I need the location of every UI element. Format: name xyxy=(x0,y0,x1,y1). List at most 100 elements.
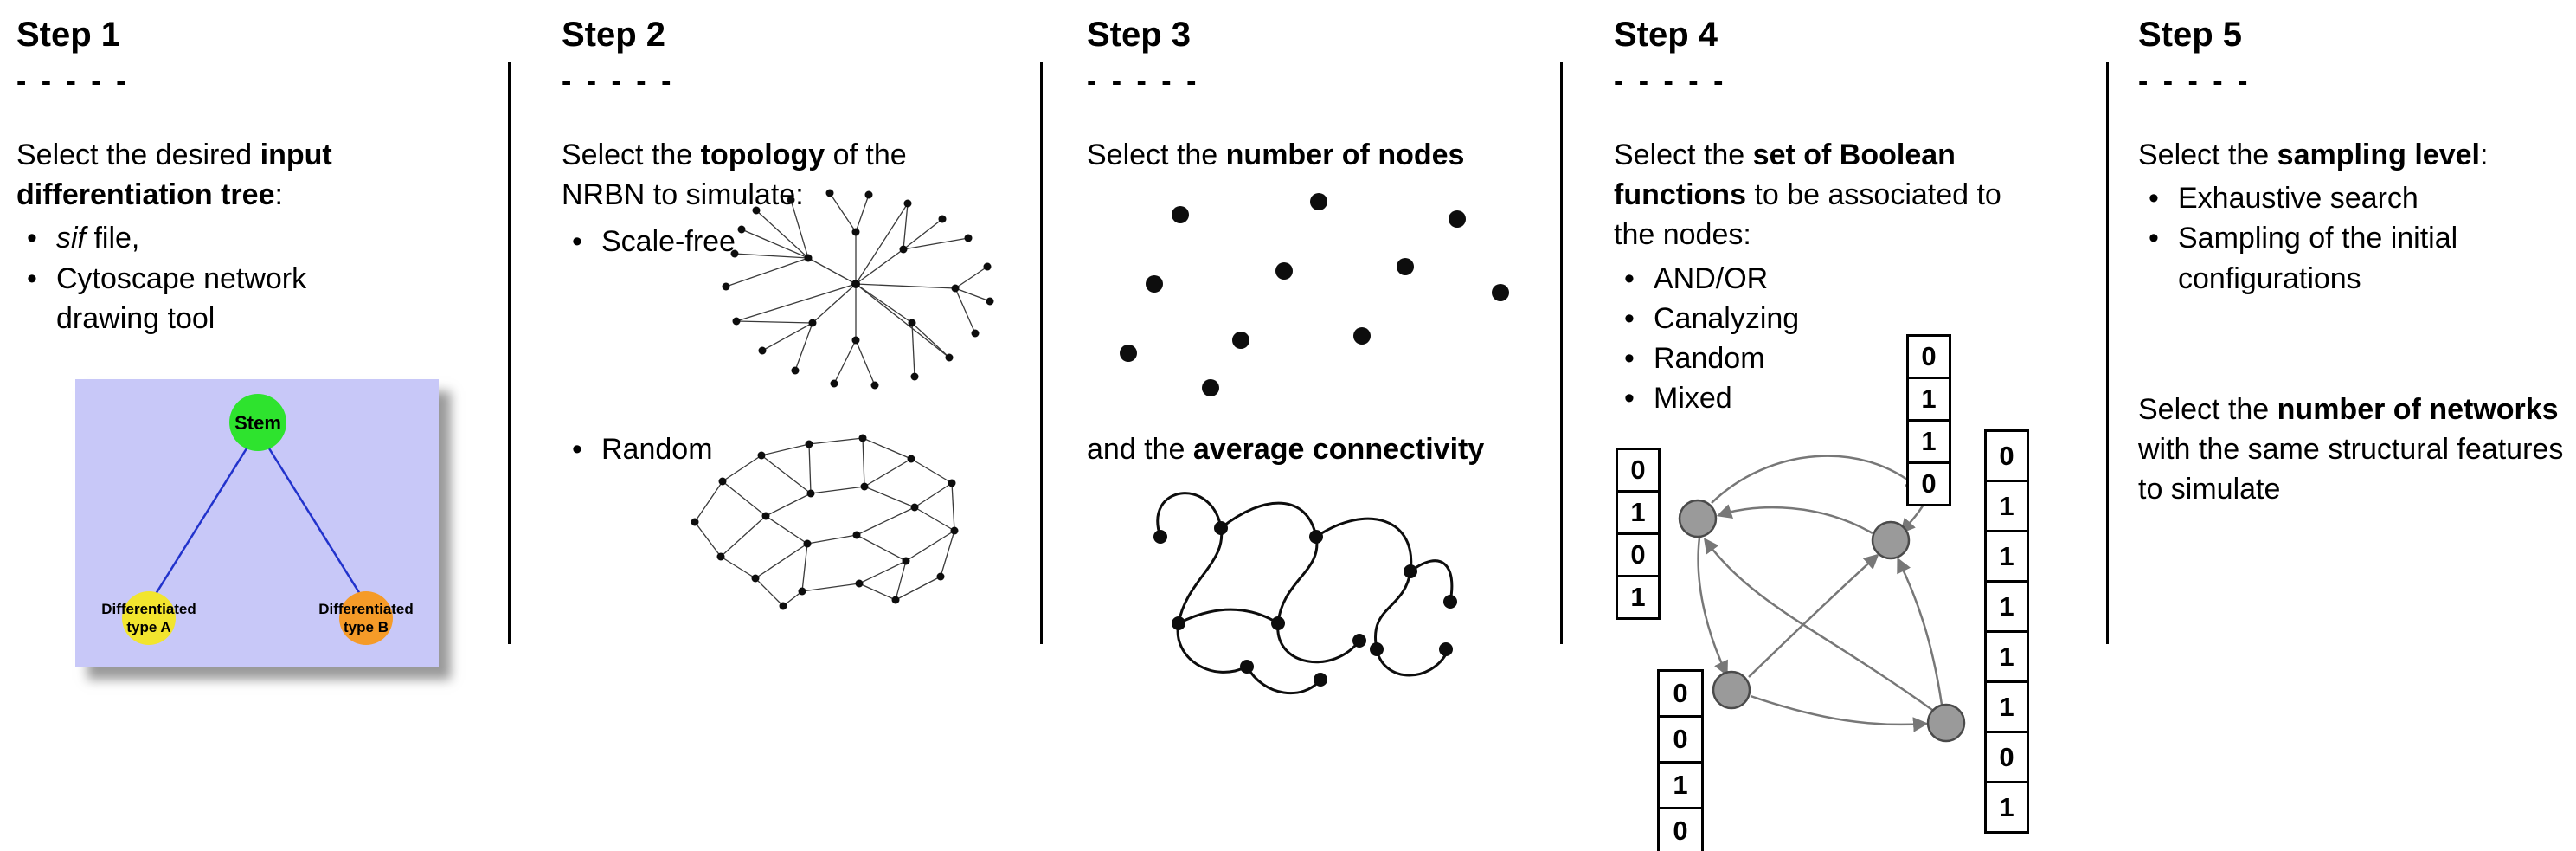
differentiation-tree-image: Stem Differentiated type A Differentiate… xyxy=(75,379,439,667)
bullet-marker: • xyxy=(572,225,582,258)
bullet-text: Sampling of the initial configurations xyxy=(2178,222,2458,295)
step-5-bullets: • Exhaustive search • Sampling of the in… xyxy=(2138,178,2571,299)
column-divider xyxy=(1560,62,1563,644)
truth-table-top: 0 1 1 0 xyxy=(1906,334,1951,506)
bullet-text: AND/OR xyxy=(1654,261,1769,295)
type-a-label-line1: Differentiated xyxy=(101,601,196,617)
step-5-title: Step 5 xyxy=(2138,16,2243,54)
step-1-instruction: Select the desired input differentiation… xyxy=(16,135,505,215)
truth-table-cell: 0 xyxy=(1906,461,1951,506)
step-5-instruction: Select the sampling level: xyxy=(2138,135,2571,175)
bullet-item: • Scale-free xyxy=(562,222,736,261)
text: Select the xyxy=(562,139,701,171)
scale-free-network-graphic xyxy=(722,189,994,390)
truth-table-cell: 0 xyxy=(1906,334,1951,379)
bullet-marker: • xyxy=(2149,222,2159,255)
bullet-text: Canalyzing xyxy=(1654,301,1800,335)
truth-table-cell: 0 xyxy=(1984,429,2029,482)
step-3-instruction: Select the number of nodes xyxy=(1087,135,1563,175)
step-5-column: Step 5 - - - - - Select the sampling lev… xyxy=(2138,16,2571,510)
node-dots xyxy=(1153,521,1457,687)
text: : xyxy=(274,178,283,212)
step-4-instruction: Select the set of Boolean functions to b… xyxy=(1614,135,2046,255)
text-bold: sampling level xyxy=(2277,139,2480,171)
tree-edge-left xyxy=(150,448,248,602)
column-divider xyxy=(1040,62,1043,644)
text-bold: topology xyxy=(700,139,825,171)
truth-table-cell: 1 xyxy=(1906,419,1951,464)
bullet-marker: • xyxy=(1624,382,1635,416)
truth-table-cell: 1 xyxy=(1616,490,1661,535)
step-5-instruction-2: Select the number of networks with the s… xyxy=(2138,390,2571,510)
bullet-text: Exhaustive search xyxy=(2178,182,2419,216)
truth-table-cell: 1 xyxy=(1616,575,1661,620)
type-a-label-line2: type A xyxy=(126,619,170,635)
truth-table-cell: 1 xyxy=(1657,761,1704,809)
network-edges xyxy=(725,192,991,386)
step-3-caption: and the average connectivity xyxy=(1087,429,1484,469)
bullet-text: Mixed xyxy=(1654,382,1732,416)
bullet-item: • sif file, xyxy=(16,218,505,258)
differentiation-tree-graphic: Stem Differentiated type A Differentiate… xyxy=(75,379,439,667)
text: : xyxy=(2479,139,2489,171)
dashed-separator: - - - - - xyxy=(2138,65,2252,98)
dashed-separator: - - - - - xyxy=(1087,65,1200,98)
bullet-marker: • xyxy=(27,261,37,295)
step-4-title: Step 4 xyxy=(1614,16,1718,54)
network-nodes xyxy=(1678,499,1966,743)
bullet-item: • Exhaustive search xyxy=(2138,178,2571,218)
text: Select the xyxy=(2138,139,2277,171)
boolean-network-graphic xyxy=(1678,455,1966,743)
type-b-label-line1: Differentiated xyxy=(318,601,414,617)
text: Select the desired xyxy=(16,139,260,171)
dashed-separator: - - - - - xyxy=(16,65,130,98)
step-4-bullets: • AND/OR • Canalyzing •Random • Mixed xyxy=(1614,259,2098,419)
bullet-item: • Sampling of the initial configurations xyxy=(2138,218,2571,298)
column-divider xyxy=(2106,62,2109,644)
bullet-marker: • xyxy=(1624,342,1635,376)
bullet-text: Cytoscape network drawing tool xyxy=(56,261,307,335)
truth-table-cell: 1 xyxy=(1984,530,2029,583)
step-2-title: Step 2 xyxy=(562,16,666,54)
bullet-marker: • xyxy=(572,433,582,466)
truth-table-cell: 1 xyxy=(1906,377,1951,422)
bullet-item: •Random xyxy=(1614,338,2098,378)
node-dots xyxy=(1120,193,1509,396)
text: file, xyxy=(86,222,140,255)
truth-table-cell: 1 xyxy=(1984,580,2029,633)
truth-table-cell: 1 xyxy=(1984,781,2029,834)
bullet-marker: • xyxy=(1624,261,1635,295)
text: to be associated to the nodes: xyxy=(1614,178,2001,252)
text-bold: average connectivity xyxy=(1192,433,1485,466)
text: Select the xyxy=(2138,392,2277,426)
bullet-text: Scale-free xyxy=(601,225,736,258)
text-bold: set of Boolean functions xyxy=(1614,139,1956,212)
text-bold: number of networks xyxy=(2277,392,2559,426)
step-4-column: Step 4 - - - - - Select the set of Boole… xyxy=(1614,16,2098,851)
differentiated-type-a-node xyxy=(122,591,176,645)
truth-table-left: 0 1 0 1 xyxy=(1616,448,1661,620)
truth-table-cell: 0 xyxy=(1616,532,1661,577)
network-nodes xyxy=(691,434,959,610)
scattered-nodes-graphic xyxy=(1120,193,1509,396)
truth-table-cell: 0 xyxy=(1657,669,1704,718)
truth-table-cell: 1 xyxy=(1984,630,2029,683)
truth-table-cell: 0 xyxy=(1657,715,1704,764)
bullet-marker: • xyxy=(1624,301,1635,335)
connected-nodes-graphic xyxy=(1153,492,1457,694)
type-b-label-line2: type B xyxy=(344,619,389,635)
step-3-title: Step 3 xyxy=(1087,16,1192,54)
text: with the same structural features to sim… xyxy=(2138,433,2564,506)
step-3-column: Step 3 - - - - - Select the number of no… xyxy=(1087,16,1563,694)
truth-table-cell: 0 xyxy=(1616,448,1661,493)
bullet-item: • AND/OR xyxy=(1614,259,2098,299)
truth-table-cell: 1 xyxy=(1984,680,2029,733)
text-bold: input differentiation tree xyxy=(16,139,332,212)
step-2-instruction: Select the topology of the NRBN to simul… xyxy=(562,135,994,215)
bullet-text: Random xyxy=(601,433,713,466)
text: and the xyxy=(1087,433,1193,466)
truth-table-cell: 1 xyxy=(1984,480,2029,532)
dashed-separator: - - - - - xyxy=(1614,65,1727,98)
stem-label: Stem xyxy=(234,412,281,434)
